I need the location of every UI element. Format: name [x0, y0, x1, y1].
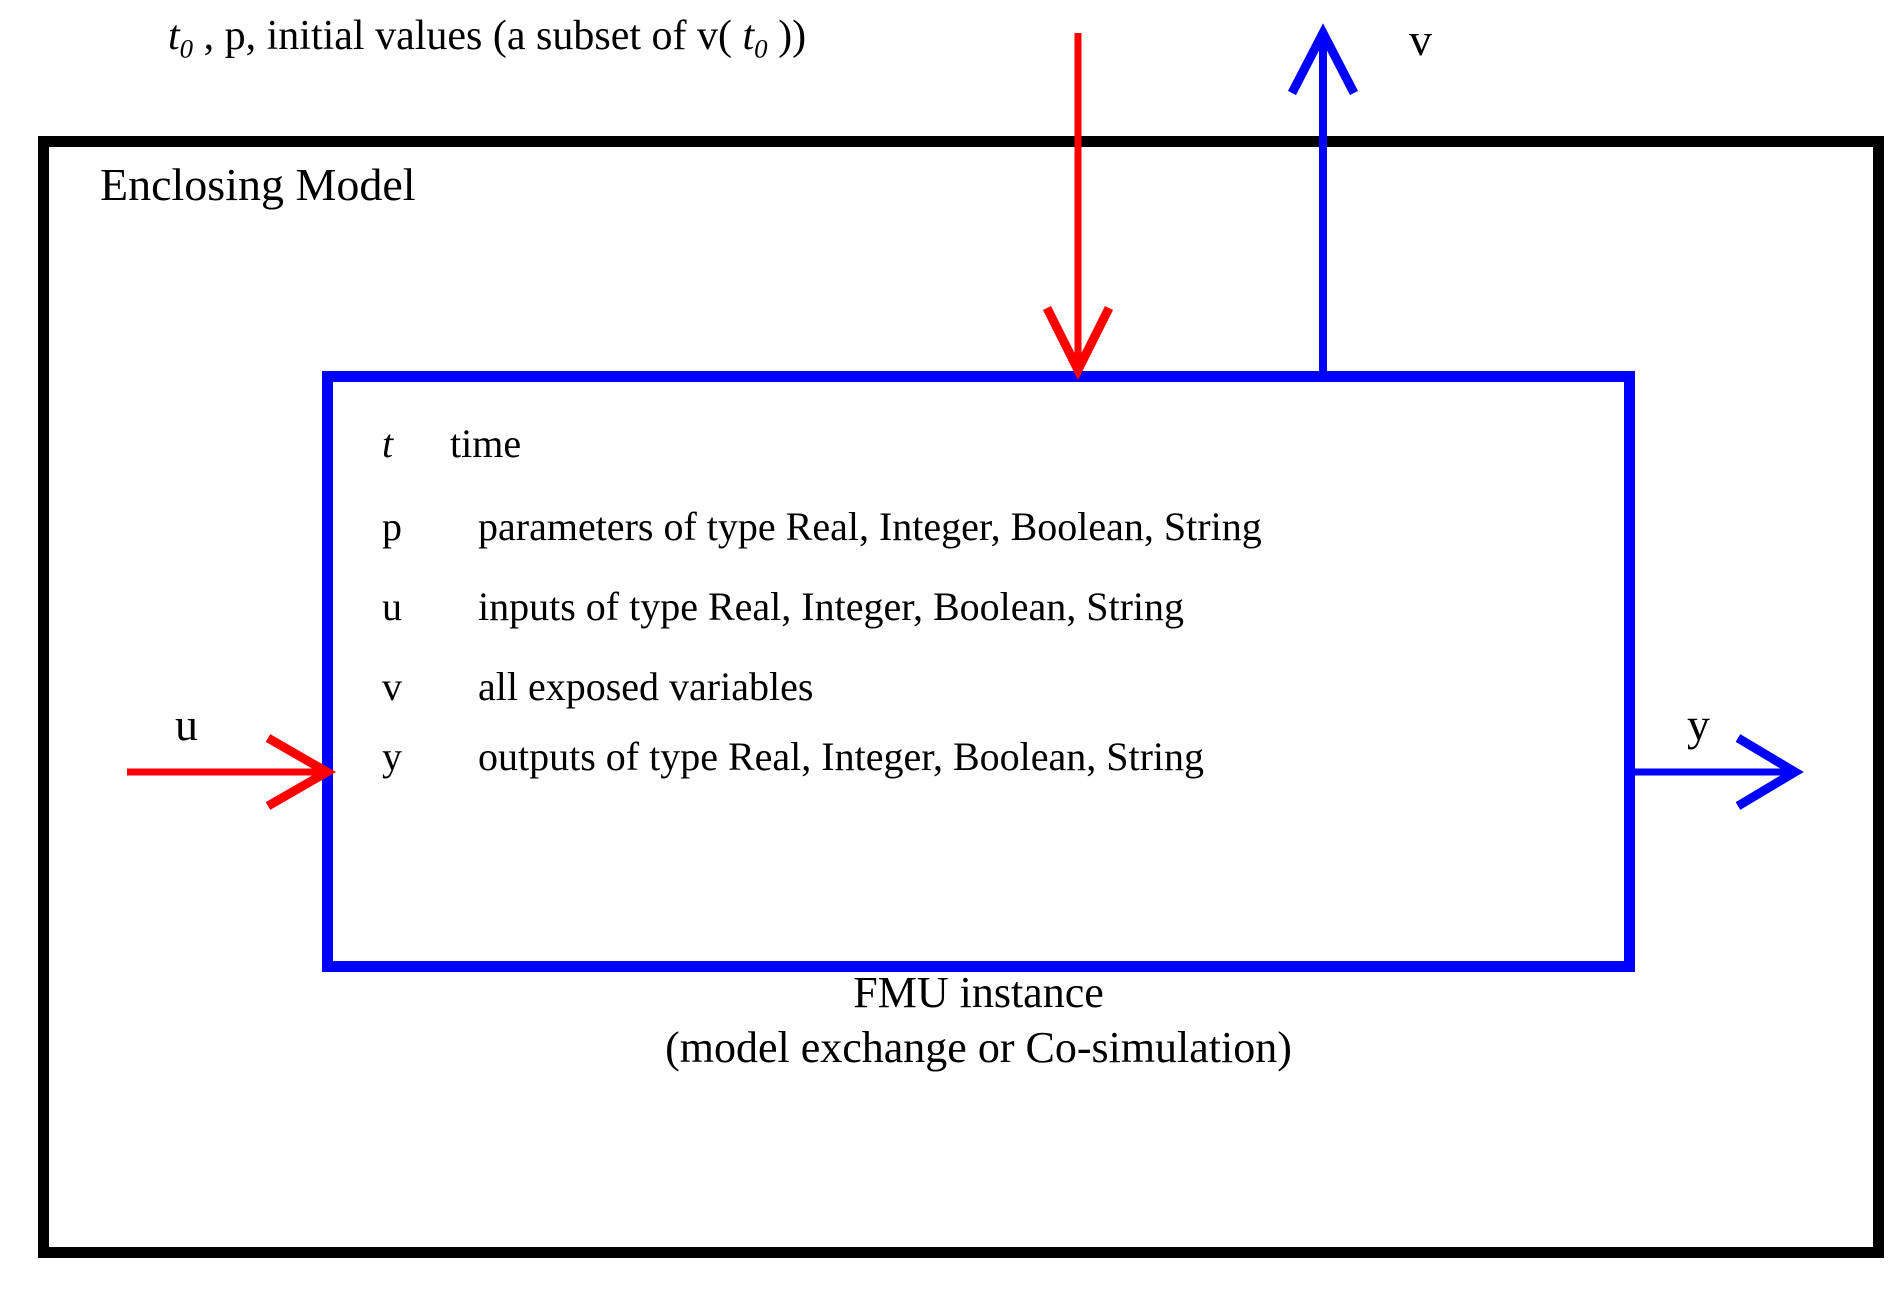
- enclosing-model-label: Enclosing Model: [100, 159, 416, 210]
- legend-description-v: all exposed variables: [478, 664, 814, 709]
- legend-description-p: parameters of type Real, Integer, Boolea…: [478, 504, 1262, 549]
- legend-symbol-u: u: [382, 584, 402, 629]
- enclosing-model-box: [38, 136, 1884, 1258]
- fmu-caption: FMU instance (model exchange or Co-simul…: [322, 965, 1635, 1075]
- fmu-caption-line1: FMU instance: [853, 968, 1104, 1017]
- legend-symbol-y: y: [382, 734, 402, 779]
- legend-description-u: inputs of type Real, Integer, Boolean, S…: [478, 584, 1185, 629]
- legend-symbol-p: p: [382, 504, 402, 549]
- caption-subscript-0: 0: [179, 33, 194, 64]
- fmu-caption-line2: (model exchange or Co-simulation): [665, 1023, 1292, 1072]
- legend-symbol-t: t: [382, 421, 394, 466]
- initial-values-caption: t0 , p, initial values (a subset of v( t…: [168, 13, 806, 64]
- caption-text-end: )): [767, 13, 807, 59]
- output-arrow-label: y: [1687, 699, 1710, 750]
- legend-symbol-v: v: [382, 664, 402, 709]
- input-arrow-label: u: [175, 699, 198, 750]
- caption-inner-symbol-t: t: [742, 13, 755, 59]
- caption-text-middle: , p, initial values (a subset of v(: [193, 13, 743, 59]
- legend-description-t: time: [450, 421, 522, 466]
- fmu-instance-box: [322, 371, 1635, 972]
- legend-description-y: outputs of type Real, Integer, Boolean, …: [478, 734, 1205, 779]
- caption-inner-subscript-0: 0: [754, 33, 768, 64]
- caption-symbol-t: t: [168, 13, 180, 59]
- exposed-variables-arrow-label: v: [1409, 14, 1432, 65]
